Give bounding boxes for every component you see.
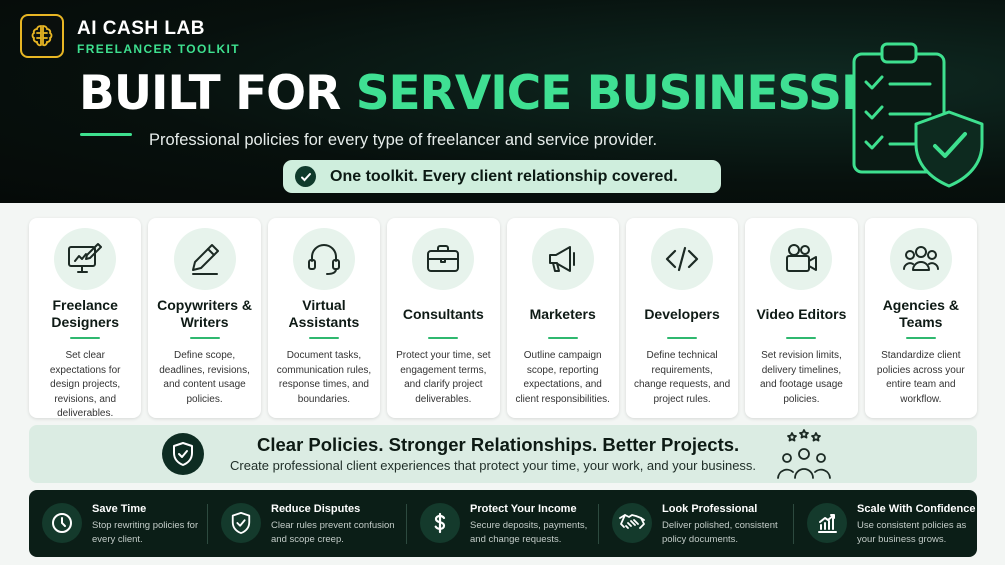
growth-chart-icon	[807, 503, 847, 543]
megaphone-icon	[531, 228, 594, 290]
headline-accent: SERVICE BUSINESSES	[355, 66, 906, 121]
headset-icon	[292, 228, 355, 290]
benefit-scale-confidence: Scale With Confidence Use consistent pol…	[794, 490, 976, 557]
divider	[207, 503, 208, 544]
divider	[793, 503, 794, 544]
card-video-editors: Video Editors Set revision limits, deliv…	[745, 218, 858, 418]
card-consultants: Consultants Protect your time, set engag…	[387, 218, 500, 418]
card-desc: Set clear expectations for design projec…	[49, 350, 121, 419]
card-desc: Define scope, deadlines, revisions, and …	[159, 350, 250, 405]
card-rule	[428, 337, 459, 339]
brand-name: AI CASH LAB	[77, 18, 205, 39]
card-title: Video Editors	[756, 305, 847, 322]
shield-check-icon	[221, 503, 261, 543]
benefit-desc: Secure deposits, payments, and change re…	[470, 520, 588, 545]
card-title: Copywriters & Writers	[157, 297, 253, 330]
card-desc: Set revision limits, delivery timelines,…	[760, 350, 843, 405]
headline-white: BUILT FOR	[79, 66, 356, 121]
card-desc: Protect your time, set engagement terms,…	[396, 350, 491, 405]
service-cards: Freelance Designers Set clear expectatio…	[29, 218, 977, 419]
pill-text: One toolkit. Every client relationship c…	[330, 167, 678, 185]
card-rule	[189, 337, 220, 339]
card-title: Marketers	[529, 305, 596, 322]
card-title: Virtual Assistants	[288, 297, 360, 330]
benefit-desc: Deliver polished, consistent policy docu…	[662, 520, 778, 545]
check-circle-icon	[295, 166, 316, 187]
brain-logo-icon	[20, 14, 64, 58]
code-icon	[651, 228, 714, 290]
headline: BUILT FOR SERVICE BUSINESSES	[79, 66, 906, 121]
card-desc: Define technical requirements, change re…	[633, 350, 731, 405]
card-title: Consultants	[402, 305, 484, 322]
card-rule	[905, 337, 936, 339]
banner-subtitle: Create professional client experiences t…	[230, 458, 757, 473]
policies-banner: Clear Policies. Stronger Relationships. …	[29, 425, 977, 483]
card-rule	[70, 337, 101, 339]
divider	[598, 503, 599, 544]
team-icon	[889, 228, 952, 290]
benefit-title: Save Time	[92, 503, 147, 515]
clipboard-shield-icon	[846, 40, 991, 195]
benefits-bar: Save Time Stop rewriting policies for ev…	[29, 490, 977, 557]
card-title: Freelance Designers	[51, 297, 120, 330]
pencil-icon	[173, 228, 236, 290]
benefit-desc: Stop rewriting policies for every client…	[92, 520, 199, 545]
card-virtual-assistants: Virtual Assistants Document tasks, commu…	[267, 218, 381, 418]
handshake-icon	[612, 503, 652, 543]
benefit-look-professional: Look Professional Deliver polished, cons…	[599, 490, 793, 557]
card-rule	[308, 337, 339, 339]
briefcase-icon	[412, 228, 475, 290]
rated-team-icon	[773, 429, 835, 486]
subhead: Professional policies for every type of …	[149, 131, 658, 149]
dollar-icon	[420, 503, 460, 543]
card-copywriters-writers: Copywriters & Writers Define scope, dead…	[148, 218, 261, 418]
card-desc: Document tasks, communication rules, res…	[276, 350, 372, 405]
card-marketers: Marketers Outline campaign scope, report…	[506, 218, 619, 418]
divider	[406, 503, 407, 544]
card-title: Agencies & Teams	[882, 297, 959, 330]
card-title: Developers	[644, 305, 720, 322]
benefit-save-time: Save Time Stop rewriting policies for ev…	[29, 490, 207, 557]
video-camera-icon	[770, 228, 833, 290]
card-desc: Outline campaign scope, reporting expect…	[515, 350, 610, 405]
hero-header: AI CASH LAB FREELANCER TOOLKIT BUILT FOR…	[0, 0, 1005, 203]
card-rule	[547, 337, 578, 339]
card-rule	[786, 337, 817, 339]
benefit-reduce-disputes: Reduce Disputes Clear rules prevent conf…	[208, 490, 406, 557]
toolkit-pill: One toolkit. Every client relationship c…	[283, 160, 721, 193]
accent-line	[80, 133, 132, 136]
card-developers: Developers Define technical requirements…	[625, 218, 739, 418]
benefit-protect-income: Protect Your Income Secure deposits, pay…	[407, 490, 598, 557]
card-desc: Standardize client policies across your …	[876, 350, 965, 405]
clock-icon	[42, 503, 82, 543]
designer-monitor-icon	[54, 228, 117, 290]
benefit-title: Look Professional	[662, 503, 758, 515]
card-agencies-teams: Agencies & Teams Standardize client poli…	[864, 218, 977, 418]
benefit-title: Protect Your Income	[470, 503, 577, 515]
card-freelance-designers: Freelance Designers Set clear expectatio…	[29, 218, 142, 419]
brand-tagline: FREELANCER TOOLKIT	[77, 42, 240, 56]
shield-check-icon	[162, 433, 204, 475]
benefit-desc: Clear rules prevent confusion and scope …	[271, 520, 395, 545]
banner-title: Clear Policies. Stronger Relationships. …	[257, 434, 740, 455]
benefit-title: Scale With Confidence	[857, 503, 976, 515]
card-rule	[667, 337, 698, 339]
benefit-desc: Use consistent policies as your business…	[857, 520, 967, 545]
benefit-title: Reduce Disputes	[271, 503, 361, 515]
